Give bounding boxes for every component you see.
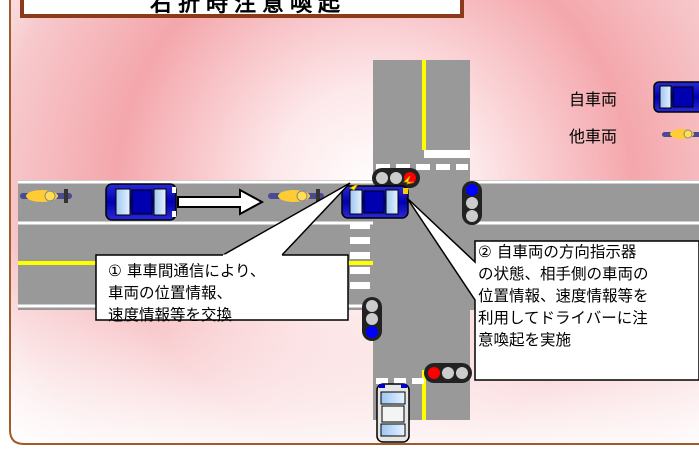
- callout-right-line: ② 自車両の方向指示器: [478, 243, 637, 261]
- callout-right-line: 位置情報、速度情報等を: [478, 287, 649, 305]
- traffic-light-icon: [362, 297, 382, 341]
- legend-own-label: 自車両: [569, 90, 618, 109]
- traffic-light-icon: [424, 363, 472, 383]
- crosswalk-top: [376, 150, 470, 170]
- other-motorbike-icon: [268, 189, 324, 203]
- traffic-light-icon: [372, 168, 420, 188]
- legend-other-label: 他車両: [569, 127, 618, 146]
- own-car-icon: [341, 185, 409, 219]
- oncoming-car-icon: [376, 383, 410, 443]
- other-motorbike-icon: [20, 189, 72, 203]
- own-car-icon: [653, 81, 699, 113]
- vertical-road: [373, 60, 470, 420]
- crosswalk-left: [350, 222, 370, 289]
- callout-right-line: 意喚起を実施: [478, 331, 572, 349]
- turn-signal-spark-icon: [349, 175, 415, 191]
- callout-left-text: ① 車車間通信により、 車両の位置情報、 速度情報等を交換: [108, 260, 344, 326]
- callout-right-line: 利用してドライバーに注: [478, 309, 648, 327]
- crosswalk-bottom: [376, 378, 424, 384]
- callout-left-line: 車両の位置情報、: [108, 284, 233, 302]
- callout-right: [406, 197, 699, 381]
- callout-right-text: ② 自車両の方向指示器 の状態、相手側の車両の 位置情報、速度情報等を 利用して…: [478, 241, 699, 351]
- callout-right-line: の状態、相手側の車両の: [478, 265, 649, 283]
- own-car-icon: [105, 183, 177, 221]
- title-box: [20, 0, 464, 18]
- traffic-light-icon: [462, 181, 482, 225]
- arrow-right-icon: [177, 188, 265, 216]
- callout-left-line: ① 車車間通信により、: [108, 262, 266, 280]
- other-motorbike-icon: [662, 129, 699, 139]
- callout-left: [95, 182, 351, 321]
- page-title: 右折時注意喚起: [150, 0, 347, 17]
- callout-left-line: 速度情報等を交換: [108, 306, 233, 324]
